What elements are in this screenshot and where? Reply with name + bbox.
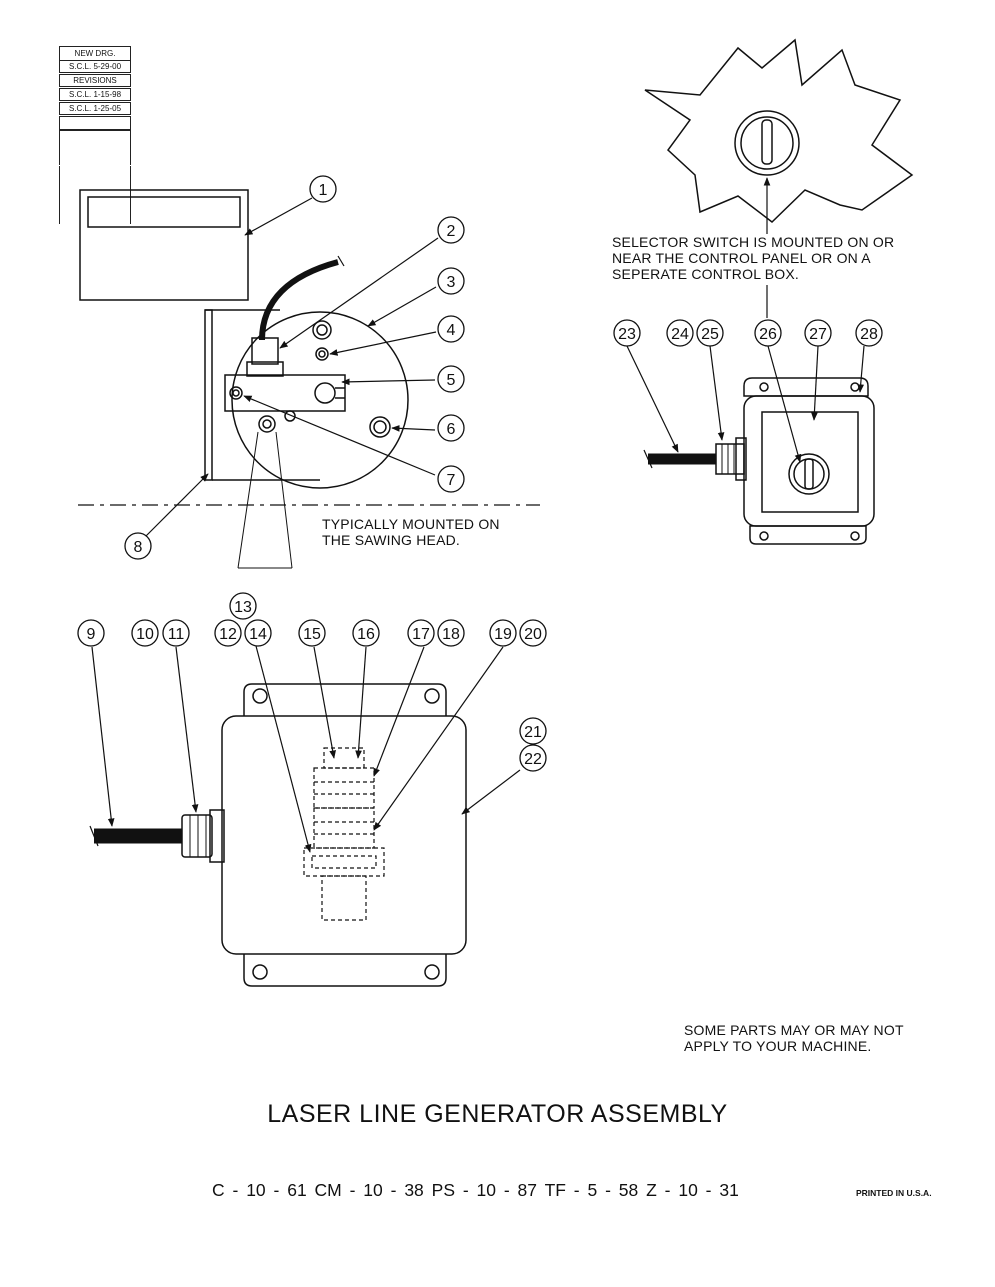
control-box-outline [79, 189, 249, 301]
laser-module-hidden [303, 747, 385, 921]
laser-beam-right [275, 431, 293, 569]
svg-text:10: 10 [136, 626, 154, 643]
svg-text:4: 4 [447, 322, 456, 339]
revision-row-blank [59, 116, 131, 130]
revision-stem-right [130, 166, 131, 224]
disc-bolt-a [312, 320, 332, 340]
svg-text:11: 11 [168, 626, 185, 643]
svg-text:22: 22 [524, 751, 542, 768]
svg-text:14: 14 [249, 626, 267, 643]
switch-box-body [743, 395, 875, 527]
selector-switch-panel-view [644, 38, 914, 318]
callout-21: 21 [519, 717, 547, 745]
callout-24: 24 [666, 319, 694, 347]
disc-bolt-c [369, 416, 391, 438]
svg-text:1: 1 [319, 182, 328, 199]
svg-text:23: 23 [618, 326, 636, 343]
laser-cable [259, 259, 339, 341]
revision-row-1: S.C.L. 1-15-98 [59, 88, 131, 101]
note-applicability: SOME PARTS MAY OR MAY NOT APPLY TO YOUR … [684, 1022, 904, 1055]
callout-3: 3 [437, 267, 465, 295]
svg-text:20: 20 [524, 626, 542, 643]
callout-4: 4 [437, 315, 465, 343]
switch-box-cord-grip [715, 443, 745, 475]
callout-8: 8 [124, 532, 152, 560]
callout-9: 9 [77, 619, 105, 647]
callout-27: 27 [804, 319, 832, 347]
callout-26: 26 [754, 319, 782, 347]
switch-knob [788, 453, 830, 495]
revision-stem-left [59, 166, 60, 224]
callout-17: 17 [407, 619, 435, 647]
svg-text:7: 7 [447, 472, 456, 489]
revision-row-blank-2 [59, 130, 131, 165]
svg-text:18: 18 [442, 626, 460, 643]
revision-row-date: S.C.L. 5-29-00 [59, 60, 131, 73]
callout-10: 10 [131, 619, 159, 647]
page-title: LASER LINE GENERATOR ASSEMBLY [267, 1100, 728, 1128]
callout-balloons: 1 2 3 4 5 6 7 8 9 10 11 12 13 14 15 16 1… [77, 175, 883, 772]
svg-text:21: 21 [524, 724, 542, 741]
svg-text:8: 8 [134, 539, 143, 556]
svg-text:19: 19 [494, 626, 512, 643]
callout-22: 22 [519, 744, 547, 772]
revision-block: NEW DRG. S.C.L. 5-29-00 REVISIONS S.C.L.… [59, 46, 131, 224]
mounting-plate-edge [204, 309, 213, 481]
laser-bar [224, 374, 346, 412]
callout-14: 14 [244, 619, 272, 647]
control-panel-breakout [644, 38, 914, 223]
callout-12: 12 [214, 619, 242, 647]
callout-15: 15 [298, 619, 326, 647]
svg-text:24: 24 [671, 326, 689, 343]
svg-text:9: 9 [87, 626, 96, 643]
laser-head [251, 337, 279, 365]
svg-text:5: 5 [447, 372, 456, 389]
selector-switch-panel [734, 110, 800, 176]
laser-beam-left [237, 431, 259, 569]
switch-box-cover [761, 411, 859, 513]
callout-25: 25 [696, 319, 724, 347]
callout-13: 13 [229, 592, 257, 620]
svg-text:3: 3 [447, 274, 456, 291]
callout-6: 6 [437, 414, 465, 442]
svg-text:28: 28 [860, 326, 878, 343]
callout-20: 20 [519, 619, 547, 647]
callout-11: 11 [162, 619, 190, 647]
callout-23: 23 [613, 319, 641, 347]
enclosure-cord-grip [181, 814, 213, 858]
svg-text:17: 17 [412, 626, 430, 643]
svg-text:12: 12 [219, 626, 237, 643]
svg-text:27: 27 [809, 326, 827, 343]
mounting-disc [231, 311, 409, 489]
callout-1: 1 [309, 175, 337, 203]
svg-text:2: 2 [447, 223, 456, 240]
model-numbers: C - 10 - 61 CM - 10 - 38 PS - 10 - 87 TF… [212, 1180, 739, 1200]
svg-text:6: 6 [447, 421, 456, 438]
svg-text:25: 25 [701, 326, 719, 343]
revision-row-2: S.C.L. 1-25-05 [59, 102, 131, 115]
svg-text:26: 26 [759, 326, 777, 343]
laser-mount-view [78, 189, 540, 569]
note-mounting: TYPICALLY MOUNTED ON THE SAWING HEAD. [322, 516, 500, 549]
svg-text:15: 15 [303, 626, 321, 643]
callout-18: 18 [437, 619, 465, 647]
control-box-panel [87, 196, 241, 228]
callout-16: 16 [352, 619, 380, 647]
svg-text:16: 16 [357, 626, 375, 643]
svg-text:13: 13 [234, 599, 252, 616]
callout-5: 5 [437, 365, 465, 393]
disc-bolt-b [315, 347, 329, 361]
callout-28: 28 [855, 319, 883, 347]
revision-row-header: REVISIONS [59, 74, 131, 87]
printed-in-usa: PRINTED IN U.S.A. [856, 1188, 932, 1198]
callout-7: 7 [437, 465, 465, 493]
callout-2: 2 [437, 216, 465, 244]
selector-switch-box-view [626, 345, 875, 545]
laser-enclosure-view [89, 645, 521, 987]
callout-19: 19 [489, 619, 517, 647]
note-selector-switch: SELECTOR SWITCH IS MOUNTED ON OR NEAR TH… [612, 234, 895, 283]
laser-enclosure-body [221, 715, 467, 955]
